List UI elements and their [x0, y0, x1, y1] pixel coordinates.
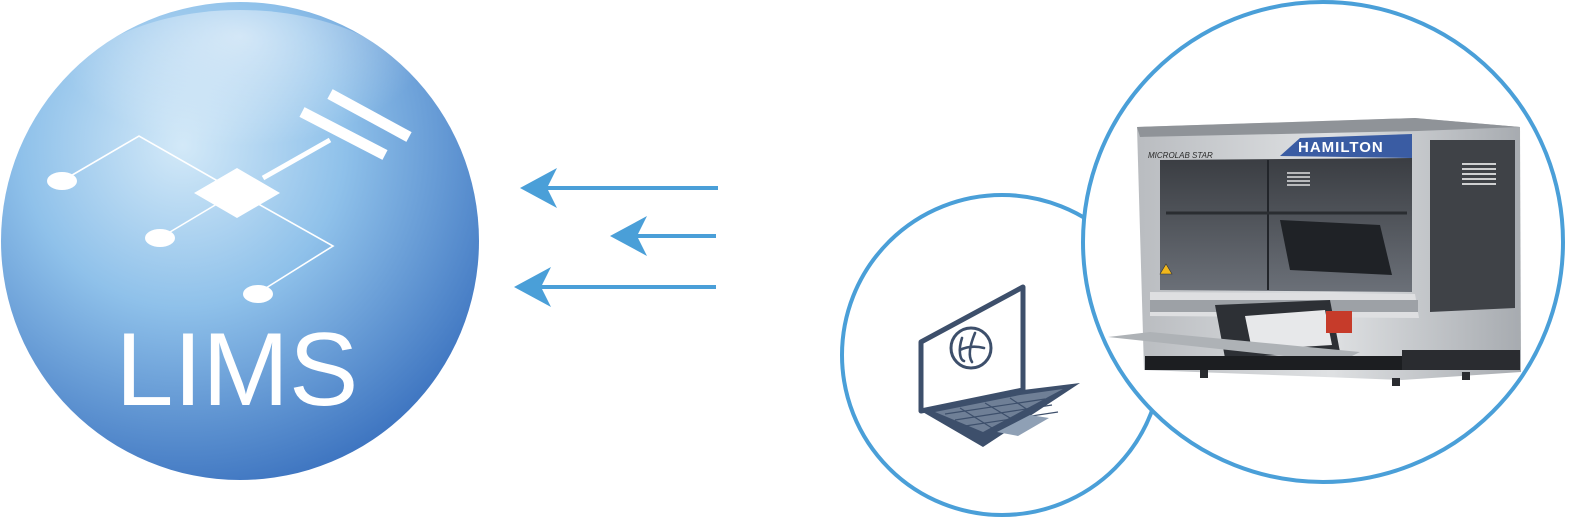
lims-sphere: LIMS	[1, 2, 479, 480]
software-circle	[840, 193, 1164, 517]
arrow-top	[520, 168, 718, 208]
brand-label: HAMILTON	[1298, 139, 1384, 156]
vent-icon	[1462, 163, 1496, 185]
hamilton-software-logo-icon	[949, 326, 993, 370]
vent-icon-front	[1287, 172, 1310, 186]
arrow-middle	[610, 216, 716, 256]
arrow-bottom	[514, 267, 716, 307]
model-label: MICROLAB STAR	[1148, 151, 1213, 160]
laptop-icon	[918, 284, 1080, 447]
instrument-circle: HAMILTON MICROLAB STAR	[1081, 0, 1565, 484]
network-schematic-icon	[47, 89, 412, 303]
lims-label: LIMS	[116, 312, 359, 428]
data-flow-arrows	[514, 168, 718, 307]
liquid-handler-instrument: HAMILTON MICROLAB STAR	[1108, 118, 1521, 386]
